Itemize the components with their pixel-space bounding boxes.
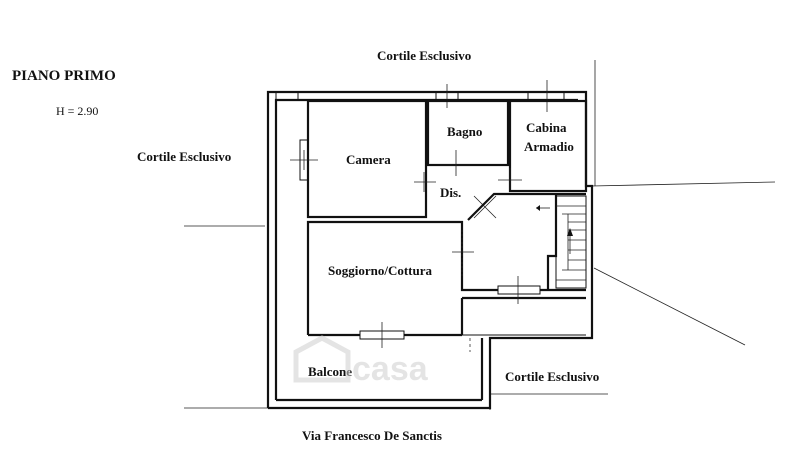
window-north-cabina [527,91,565,101]
room-label-cabina-line2: Armadio [524,139,574,154]
courtyard-label-west: Cortile Esclusivo [137,149,231,164]
stair-well [555,195,587,289]
room-label-bagno: Bagno [447,124,482,139]
plan-title: PIANO PRIMO [12,68,116,84]
courtyard-label-north: Cortile Esclusivo [377,48,471,63]
room-label-cabina-line1: Cabina [526,120,567,135]
room-soggiorno-walls [306,220,498,335]
door-corridor-south [497,285,541,295]
watermark-logo: casa [293,335,429,388]
stair-arrow-up-icon [567,228,573,236]
stair-arrow-left-icon [536,205,540,211]
watermark-text: casa [352,350,429,388]
courtyard-label-south: Cortile Esclusivo [505,369,599,384]
room-label-camera: Camera [346,152,391,167]
boundary-line-east [591,181,776,187]
outer-wall [266,90,594,410]
room-label-balcone: Balcone [308,364,352,379]
boundary-line-southeast [593,267,746,346]
room-cabina-walls [508,99,588,193]
door-dis-diagonal-b [473,195,497,219]
height-note: H = 2.90 [56,104,98,118]
window-nw [275,91,299,101]
room-label-dis: Dis. [440,185,461,200]
room-label-soggiorno: Soggiorno/Cottura [328,263,433,278]
street-label: Via Francesco De Sanctis [302,428,442,443]
watermark-house-icon [293,335,351,383]
